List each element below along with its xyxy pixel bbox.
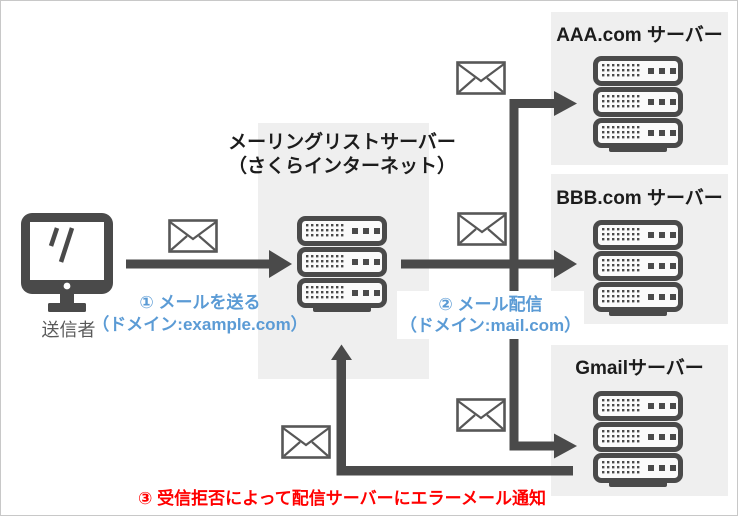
hub-title-line1: メーリングリストサーバー — [228, 132, 456, 153]
arrow-aaa-shaft — [509, 99, 555, 108]
arrow-deliver-shaft — [401, 259, 554, 269]
envelope-icon — [456, 398, 506, 432]
hub-title-line2: （さくらインターネット） — [227, 156, 457, 177]
error-line-vertical — [336, 359, 346, 476]
gmail-server-label: Gmailサーバー — [575, 358, 704, 379]
sender-label: 送信者 — [41, 320, 96, 340]
step2-label-box: ② メール配信 （ドメイン:mail.com） — [397, 291, 584, 339]
branch-line-vertical — [509, 99, 519, 449]
arrow-send-shaft — [126, 259, 269, 269]
aaa-server-label: AAA.com サーバー — [556, 25, 723, 46]
step1-line2: （ドメイン:example.com） — [92, 314, 308, 334]
step3-error-label: ③ 受信拒否によって配信サーバーにエラーメール通知 — [138, 489, 546, 508]
bbb-server-icon — [593, 220, 683, 317]
step1-label: ① メールを送る （ドメイン:example.com） — [92, 292, 307, 335]
arrow-aaa-head — [554, 91, 577, 116]
arrow-gmail-shaft — [509, 441, 555, 451]
error-line-horizontal — [336, 466, 573, 476]
envelope-icon — [168, 219, 218, 253]
arrow-bbb-head — [554, 250, 577, 278]
arrow-send-head — [269, 250, 292, 278]
gmail-server-icon — [593, 391, 683, 488]
envelope-icon — [457, 212, 507, 246]
aaa-server-icon — [593, 56, 683, 153]
mailing-list-server-icon — [297, 216, 387, 313]
step2-line2: （ドメイン:mail.com） — [399, 316, 582, 335]
envelope-icon — [456, 61, 506, 95]
envelope-icon — [281, 425, 331, 459]
bbb-server-label: BBB.com サーバー — [556, 188, 723, 209]
hub-title: メーリングリストサーバー （さくらインターネット） — [228, 131, 456, 179]
arrow-gmail-head — [554, 433, 577, 459]
error-arrow-head — [331, 344, 352, 360]
step2-line1: ② メール配信 — [438, 294, 543, 314]
step1-line1: ① メールを送る — [139, 293, 261, 312]
step2-label: ② メール配信 （ドメイン:mail.com） — [400, 294, 581, 337]
